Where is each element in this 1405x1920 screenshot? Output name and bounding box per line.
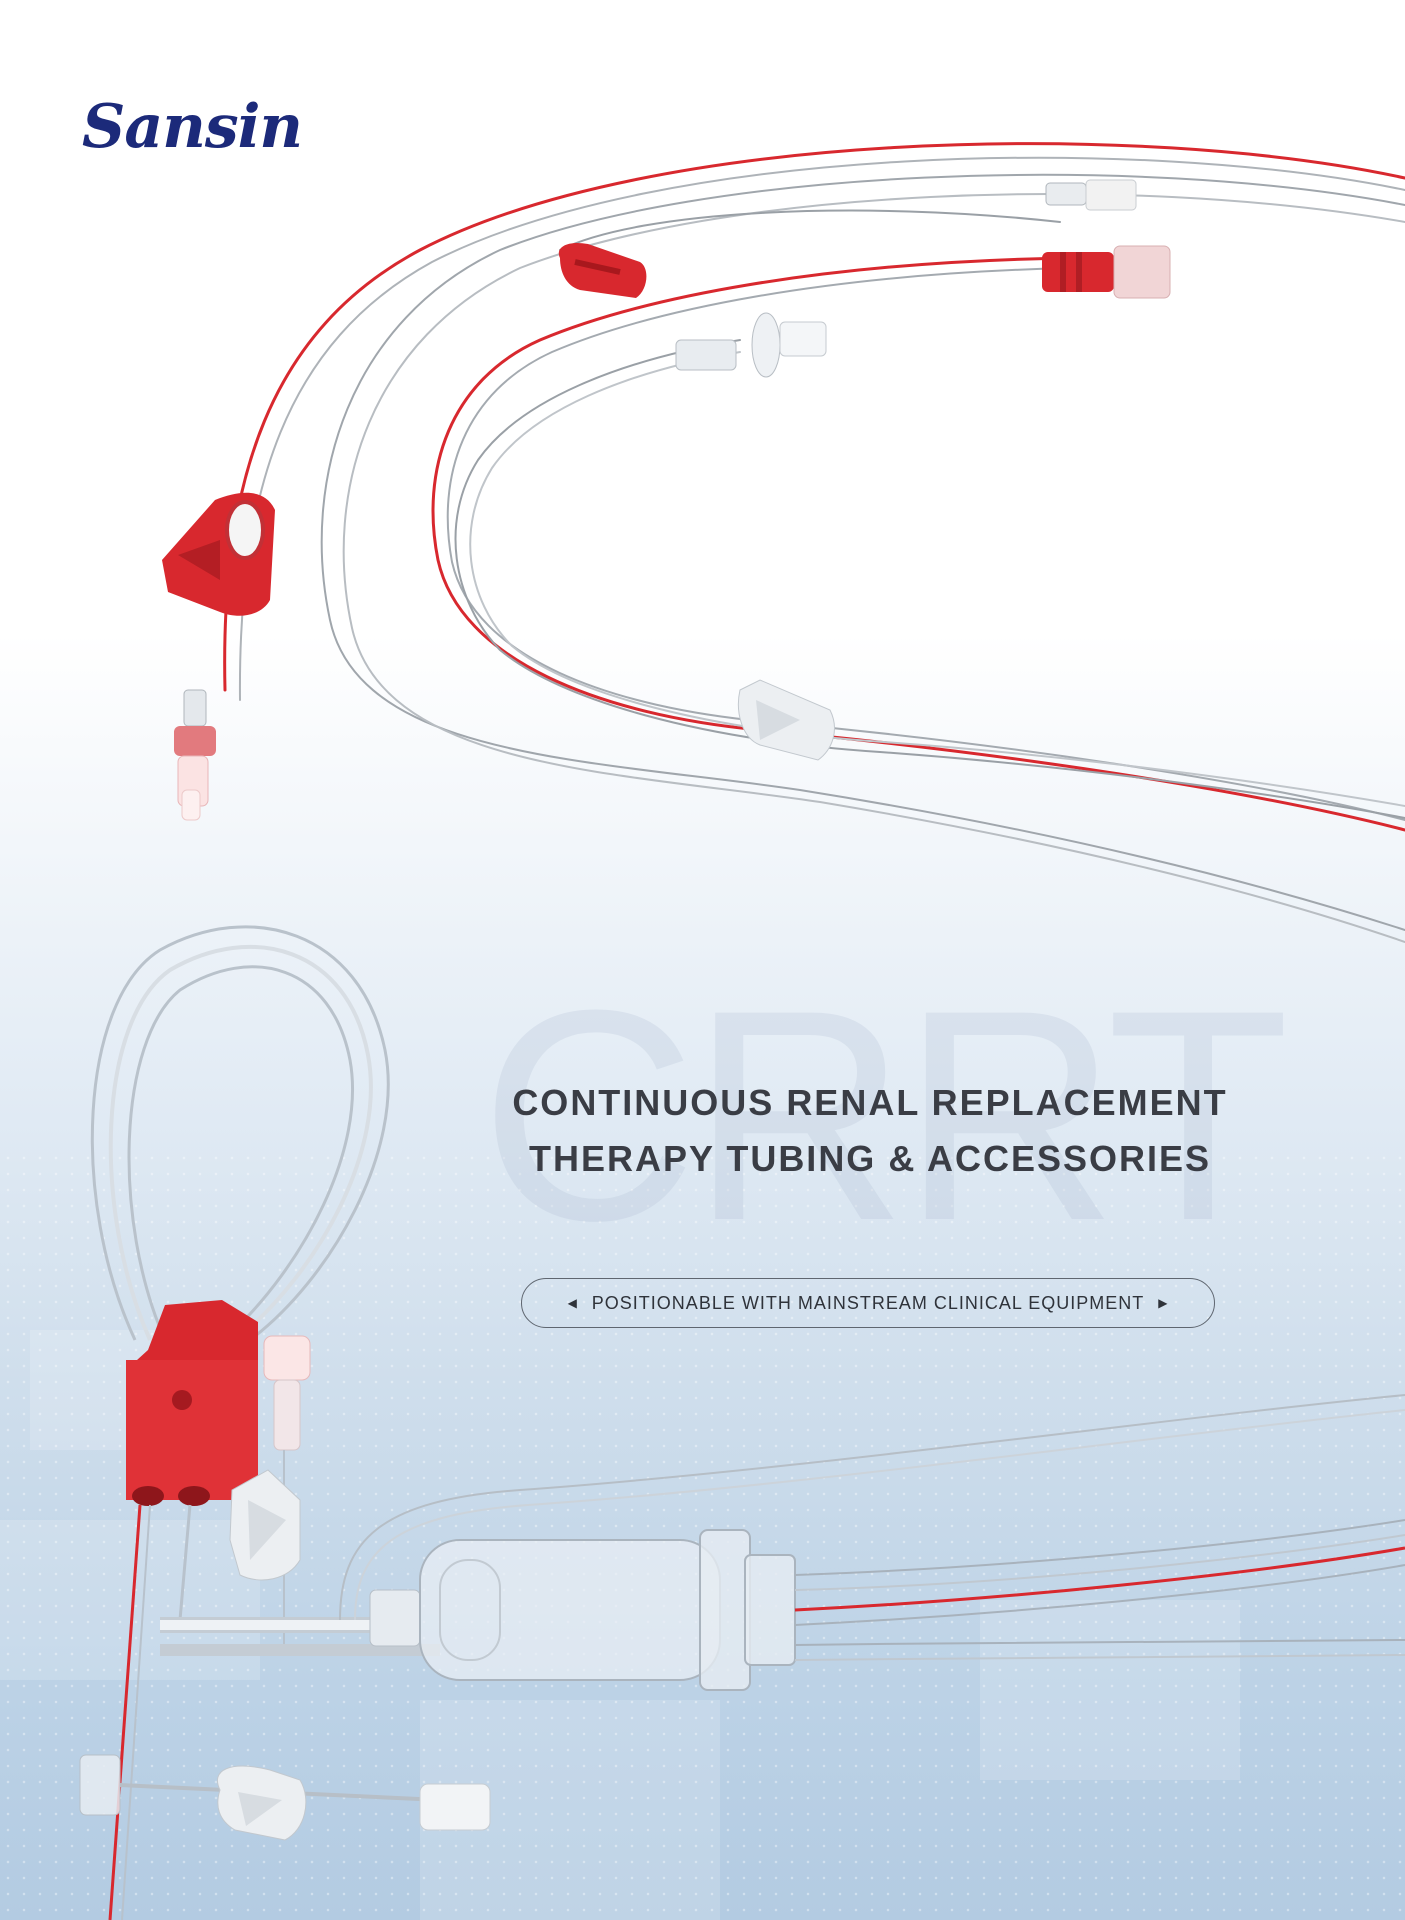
- lower-left-connector: [174, 689, 216, 821]
- upper-tubing-bundle: [223, 142, 1405, 943]
- triangle-right-icon: ▶: [1158, 1296, 1169, 1310]
- tagline-pill: ◀ POSITIONABLE WITH MAINSTREAM CLINICAL …: [521, 1278, 1215, 1328]
- bottom-left-assembly: [79, 1754, 491, 1841]
- sansin-logo: Sansin: [82, 92, 303, 162]
- title-line-1: CONTINUOUS RENAL REPLACEMENT: [512, 1082, 1228, 1123]
- drip-chamber: [369, 1529, 796, 1691]
- title-line-2: THERAPY TUBING & ACCESSORIES: [528, 1138, 1212, 1179]
- red-clamp-small: [558, 242, 647, 298]
- page-title: CONTINUOUS RENAL REPLACEMENT THERAPY TUB…: [470, 1075, 1270, 1187]
- red-manifold-block: [126, 1300, 258, 1506]
- vertical-lines: [108, 1450, 285, 1920]
- lower-tubing-bundle: [339, 1394, 1405, 1661]
- crrt-watermark: CRRT: [480, 947, 1290, 1283]
- tubing-loop: [90, 925, 390, 1342]
- white-clamp-block: [229, 1469, 301, 1581]
- top-right-connectors: [1042, 179, 1171, 299]
- tagline-text: POSITIONABLE WITH MAINSTREAM CLINICAL EQ…: [591, 1292, 1145, 1313]
- luer-connector-upright: [263, 1335, 311, 1451]
- white-clamp-mid: [737, 679, 835, 761]
- background-block: [980, 1600, 1240, 1780]
- triangle-left-icon: ◀: [567, 1296, 578, 1310]
- injection-port: [675, 312, 827, 378]
- red-clamp-large: [162, 492, 275, 616]
